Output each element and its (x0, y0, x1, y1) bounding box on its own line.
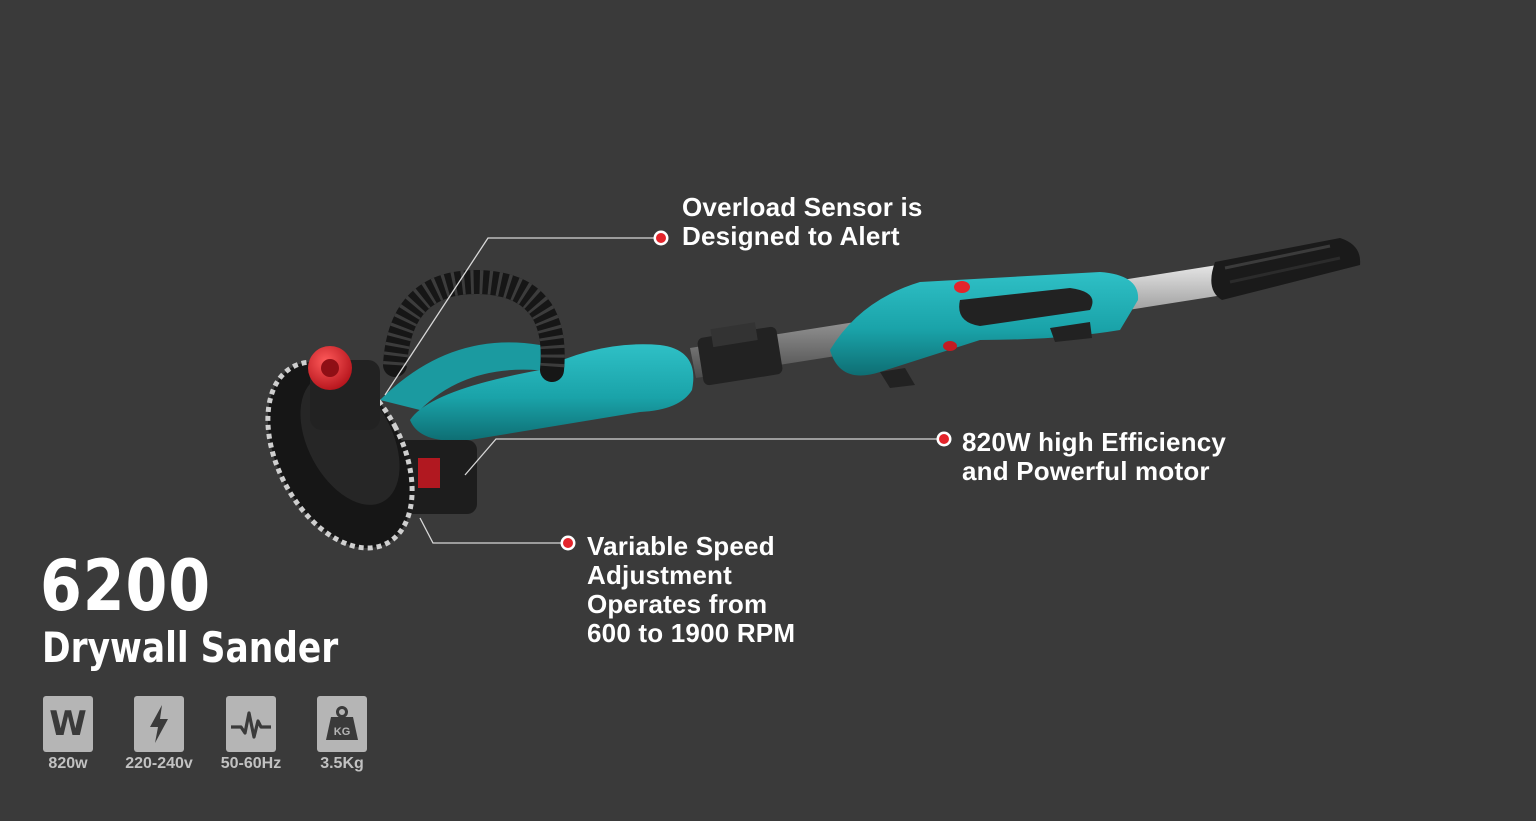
watt-icon-letter: W (49, 704, 87, 744)
callout-overload-sensor: Overload Sensor is Designed to Alert (682, 193, 923, 251)
callout-line: Operates from (587, 589, 768, 619)
weight-icon: KG (317, 696, 367, 752)
voltage-bolt-icon (134, 696, 184, 752)
model-number: 6200 (40, 545, 211, 627)
leader-line-overload (384, 237, 660, 396)
callout-line: Variable Speed (587, 531, 775, 561)
leader-line-motor (464, 438, 943, 476)
svg-text:KG: KG (334, 726, 351, 738)
callout-dot-speed (560, 535, 576, 551)
callout-line: and Powerful motor (962, 456, 1210, 486)
callout-motor: 820W high Efficiency and Powerful motor (962, 428, 1226, 486)
callout-dot-overload (653, 230, 669, 246)
leader-line-speed (419, 517, 567, 544)
spec-weight: KG 3.5Kg (297, 696, 387, 773)
callout-variable-speed: Variable Speed Adjustment Operates from … (587, 532, 795, 648)
spec-voltage: 220-240v (114, 696, 204, 773)
spec-label: 50-60Hz (220, 755, 282, 772)
spec-frequency: 50-60Hz (206, 696, 296, 773)
spec-label: 3.5Kg (320, 755, 364, 772)
callout-line: Adjustment (587, 560, 732, 590)
product-name: Drywall Sander (42, 623, 339, 672)
callout-line: Overload Sensor is (682, 192, 923, 222)
spec-label: 820w (48, 755, 88, 772)
spec-label: 220-240v (125, 755, 193, 772)
watt-icon: W (43, 696, 93, 752)
callout-line: Designed to Alert (682, 221, 900, 251)
callout-dot-motor (936, 431, 952, 447)
frequency-wave-icon (226, 696, 276, 752)
callout-line: 600 to 1900 RPM (587, 618, 796, 648)
spec-power: W 820w (23, 696, 113, 773)
callout-line: 820W high Efficiency (962, 427, 1227, 457)
